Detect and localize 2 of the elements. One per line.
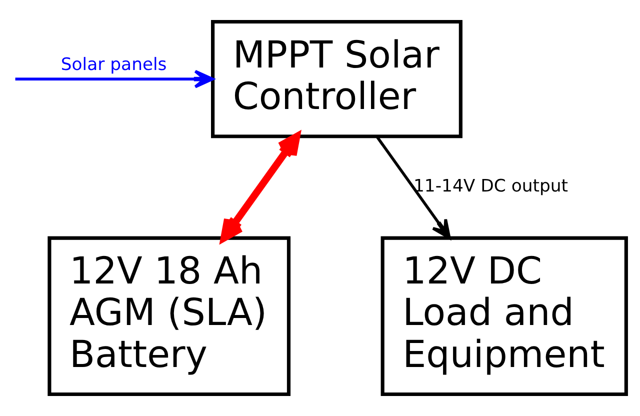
edge-label: 11-14V DC output xyxy=(413,176,568,197)
edge-label: Solar panels xyxy=(60,54,167,75)
